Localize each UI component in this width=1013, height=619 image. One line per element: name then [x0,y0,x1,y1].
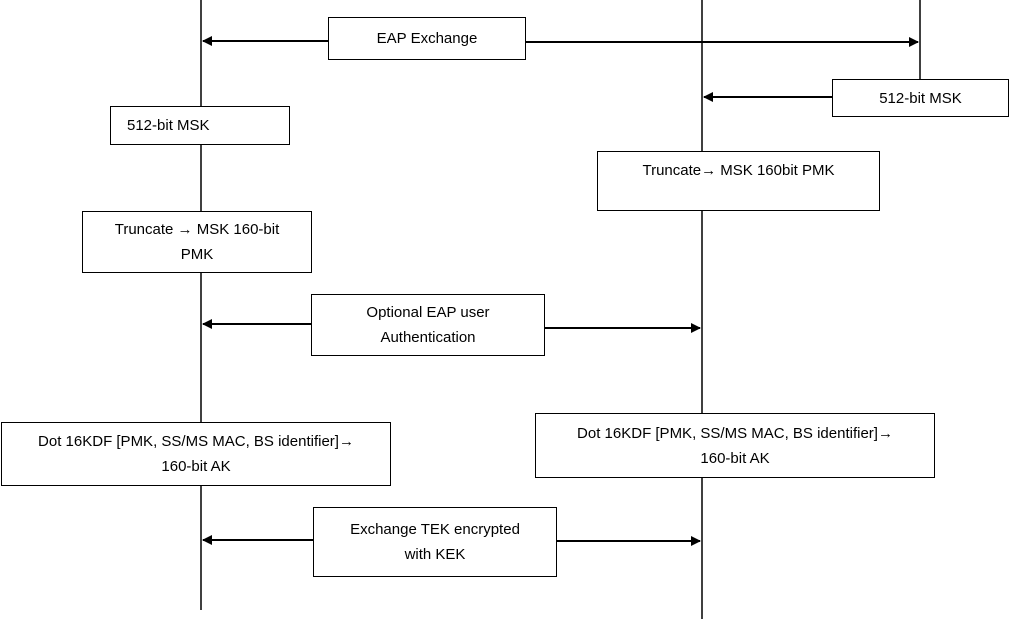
eap-exchange-label: EAP Exchange [376,30,478,47]
truncate-left-box: Truncate → MSK 160-bit PMK [82,211,312,273]
kdf-right-box: Dot 16KDF [PMK, SS/MS MAC, BS identifier… [535,413,935,478]
msk-right-box: 512-bit MSK [832,79,1009,117]
exchange-tek-line-2: with KEK [404,546,466,563]
eap-exchange-box: EAP Exchange [328,17,526,60]
kdf-right-line-2: 160-bit AK [700,449,770,467]
optional-eap-line-1: Optional EAP user [366,304,490,321]
truncate-left-line-1: Truncate → MSK 160-bit [114,221,280,238]
optional-eap-line-2: Authentication [380,329,476,346]
truncate-left-line-2: PMK [180,246,214,263]
kdf-right-line-1: Dot 16KDF [PMK, SS/MS MAC, BS identifier… [577,424,893,442]
truncate-right-label: Truncate→ MSK 160bit PMK [642,162,835,179]
optional-eap-box: Optional EAP user Authentication [311,294,545,356]
kdf-left-line-2: 160-bit AK [161,458,231,475]
kdf-left-line-1: Dot 16KDF [PMK, SS/MS MAC, BS identifier… [38,433,354,450]
exchange-tek-box: Exchange TEK encrypted with KEK [313,507,557,577]
kdf-left-box: Dot 16KDF [PMK, SS/MS MAC, BS identifier… [1,422,391,486]
exchange-tek-line-1: Exchange TEK encrypted [350,521,520,538]
msk-right-label: 512-bit MSK [879,89,962,107]
msk-left-label: 512-bit MSK [127,117,210,134]
truncate-right-box: Truncate→ MSK 160bit PMK [597,151,880,211]
msk-left-box: 512-bit MSK [110,106,290,145]
